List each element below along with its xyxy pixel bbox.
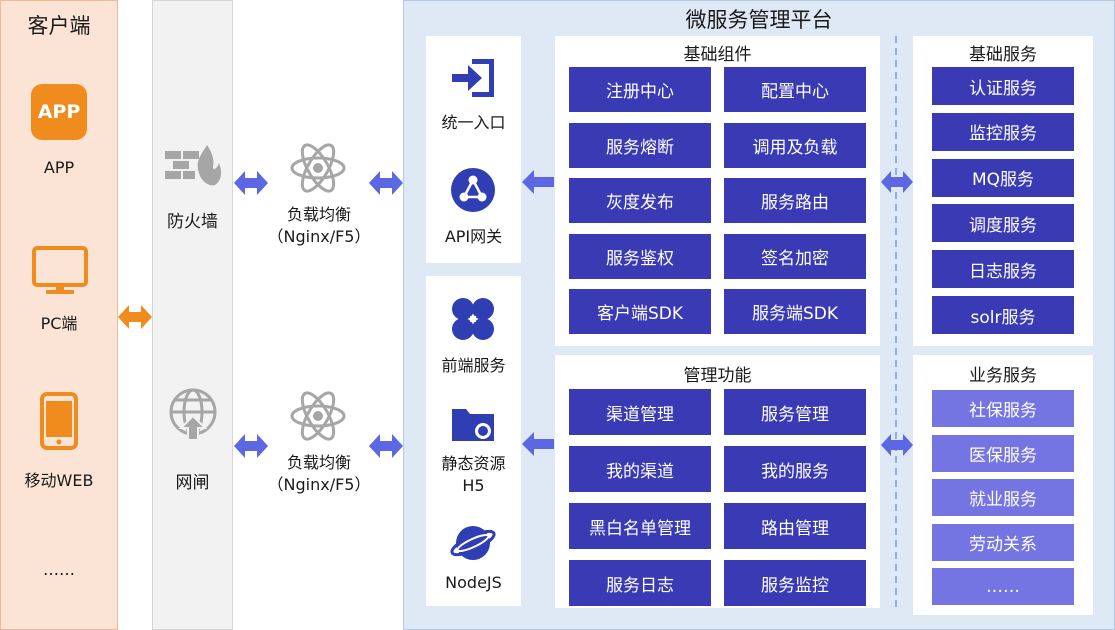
base-components-title: 基础组件 — [683, 45, 752, 65]
planet-icon — [450, 526, 496, 560]
management-box: 黑白名单管理 — [569, 503, 711, 549]
business-services-title: 业务服务 — [969, 366, 1037, 386]
double-arrow-icon — [369, 434, 403, 458]
business-service-box: 社保服务 — [932, 390, 1074, 427]
login-icon — [452, 59, 494, 97]
folder-icon — [452, 409, 494, 441]
more-clients: …… — [43, 560, 75, 579]
pc-label: PC端 — [40, 314, 78, 333]
nodejs-label: NodeJS — [445, 573, 502, 592]
frontend-service-label: 前端服务 — [441, 356, 506, 375]
double-arrow-icon — [369, 171, 403, 195]
component-box: 服务鉴权 — [569, 233, 711, 279]
base-service-box: 认证服务 — [932, 67, 1074, 105]
management-box: 路由管理 — [724, 503, 866, 549]
management-box: 我的渠道 — [569, 446, 711, 492]
arrow-left-icon — [522, 170, 554, 194]
management-title: 管理功能 — [683, 366, 752, 386]
gateway-label: 网闸 — [175, 473, 210, 493]
management-box: 我的服务 — [724, 446, 866, 492]
double-arrow-icon — [234, 171, 268, 195]
api-gateway-icon — [451, 168, 495, 212]
base-service-box: 调度服务 — [932, 204, 1074, 243]
atom-icon — [290, 143, 346, 193]
static-line2: H5 — [462, 476, 485, 495]
lb-top-line1: 负载均衡 — [286, 205, 351, 224]
business-service-box: 就业服务 — [932, 479, 1074, 517]
clover-icon — [452, 298, 494, 340]
base-service-box: 监控服务 — [932, 112, 1074, 151]
static-resource-label: 静态资源 H5 — [426, 453, 521, 497]
load-balancer-bottom: 负载均衡 （Nginx/F5） — [254, 452, 384, 496]
double-arrow-icon — [118, 305, 152, 329]
api-gateway-label: API网关 — [444, 227, 503, 246]
unified-entry-label: 统一入口 — [441, 113, 506, 132]
component-box: 调用及负载 — [724, 122, 866, 168]
management-box: 服务日志 — [569, 560, 711, 606]
base-service-box: MQ服务 — [932, 158, 1074, 197]
business-service-box: …… — [932, 568, 1074, 606]
component-box: 服务熔断 — [569, 122, 711, 168]
component-box: 注册中心 — [569, 67, 711, 112]
management-box: 服务监控 — [724, 560, 866, 606]
mobile-web-label: 移动WEB — [24, 471, 94, 490]
component-box: 服务端SDK — [724, 289, 866, 334]
double-arrow-icon — [881, 171, 913, 193]
arrow-left-icon — [522, 432, 554, 456]
app-badge-text: APP — [37, 101, 81, 123]
lb-bottom-line2: （Nginx/F5） — [267, 475, 371, 494]
app-label: APP — [43, 158, 75, 177]
management-box: 服务管理 — [724, 389, 866, 435]
mobile-icon — [40, 392, 78, 450]
static-line1: 静态资源 — [441, 454, 506, 473]
lb-top-line2: （Nginx/F5） — [267, 227, 371, 246]
client-title: 客户端 — [27, 14, 91, 38]
component-box: 配置中心 — [724, 67, 866, 112]
firewall-icon — [165, 145, 222, 186]
monitor-icon — [32, 246, 88, 294]
dashed-divider — [895, 36, 897, 608]
firewall-label: 防火墙 — [167, 212, 218, 232]
double-arrow-icon — [881, 434, 913, 456]
double-arrow-icon — [234, 434, 268, 458]
business-service-box: 医保服务 — [932, 434, 1074, 472]
platform-title: 微服务管理平台 — [685, 8, 833, 32]
base-service-box: solr服务 — [932, 296, 1074, 334]
base-service-box: 日志服务 — [932, 250, 1074, 289]
component-box: 签名加密 — [724, 233, 866, 279]
base-services-title: 基础服务 — [969, 45, 1037, 65]
lb-bottom-line1: 负载均衡 — [286, 453, 351, 472]
load-balancer-top: 负载均衡 （Nginx/F5） — [254, 204, 384, 248]
atom-icon — [290, 391, 346, 441]
component-box: 服务路由 — [724, 178, 866, 223]
gateway-globe-icon — [169, 388, 217, 441]
component-box: 客户端SDK — [569, 289, 711, 334]
component-box: 灰度发布 — [569, 178, 711, 223]
gateway-column — [152, 0, 233, 630]
management-box: 渠道管理 — [569, 389, 711, 435]
business-service-box: 劳动关系 — [932, 523, 1074, 561]
app-badge-icon: APP — [31, 84, 87, 140]
